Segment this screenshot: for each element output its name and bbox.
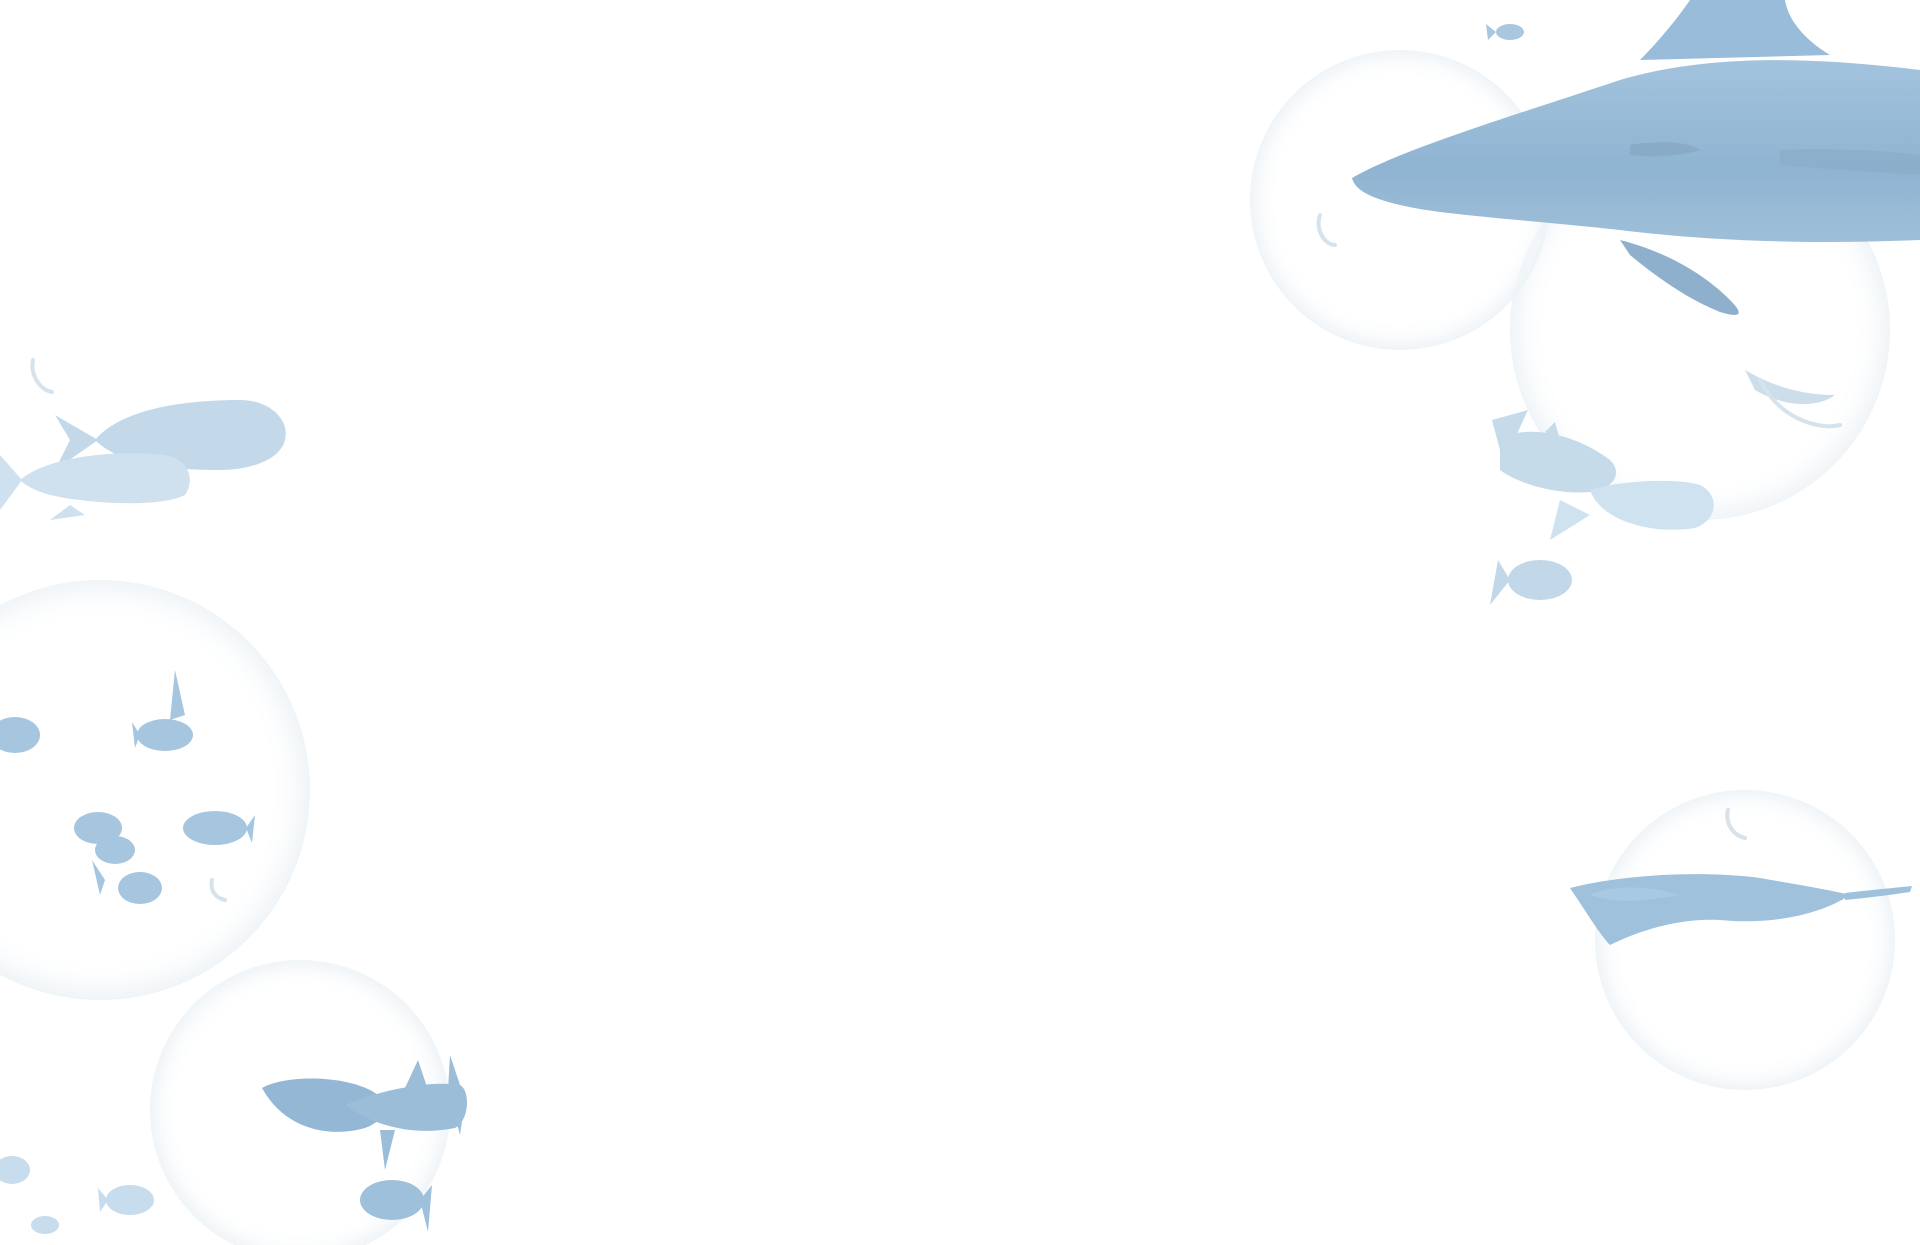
small-fish-group-left bbox=[0, 670, 255, 904]
fish-group-bottom-left bbox=[0, 1055, 467, 1234]
small-fish bbox=[106, 1185, 154, 1215]
small-fish bbox=[31, 1216, 59, 1234]
shark-belly-shading bbox=[1780, 149, 1920, 175]
jack-fish bbox=[262, 1078, 384, 1132]
shark-dorsal-fin bbox=[1640, 0, 1830, 60]
jack-fish bbox=[95, 400, 286, 470]
shark-illustration bbox=[1352, 0, 1920, 405]
small-fish-top bbox=[1486, 24, 1524, 40]
water-crescents bbox=[30, 213, 1842, 902]
shark-gill-shading bbox=[1630, 142, 1700, 157]
small-fish bbox=[0, 1156, 30, 1184]
small-fish bbox=[1508, 560, 1572, 600]
small-fish bbox=[137, 719, 193, 751]
small-fish bbox=[183, 811, 247, 845]
shark-pectoral-fin bbox=[1620, 240, 1739, 315]
jack-fish-school-left bbox=[0, 400, 286, 520]
small-fish bbox=[74, 812, 122, 844]
stingray-tail bbox=[1845, 886, 1912, 900]
small-fish bbox=[118, 872, 162, 904]
small-fish bbox=[95, 836, 135, 864]
jack-fish bbox=[1500, 431, 1617, 493]
small-fish bbox=[360, 1180, 424, 1220]
shark-small bbox=[345, 1083, 467, 1131]
bubble-rings bbox=[0, 50, 1895, 1245]
jack-fish bbox=[20, 453, 190, 504]
stingray-illustration bbox=[1570, 874, 1912, 945]
jack-fish bbox=[1590, 480, 1714, 530]
small-fish bbox=[0, 717, 40, 753]
jack-fish-school-right bbox=[1490, 410, 1714, 605]
